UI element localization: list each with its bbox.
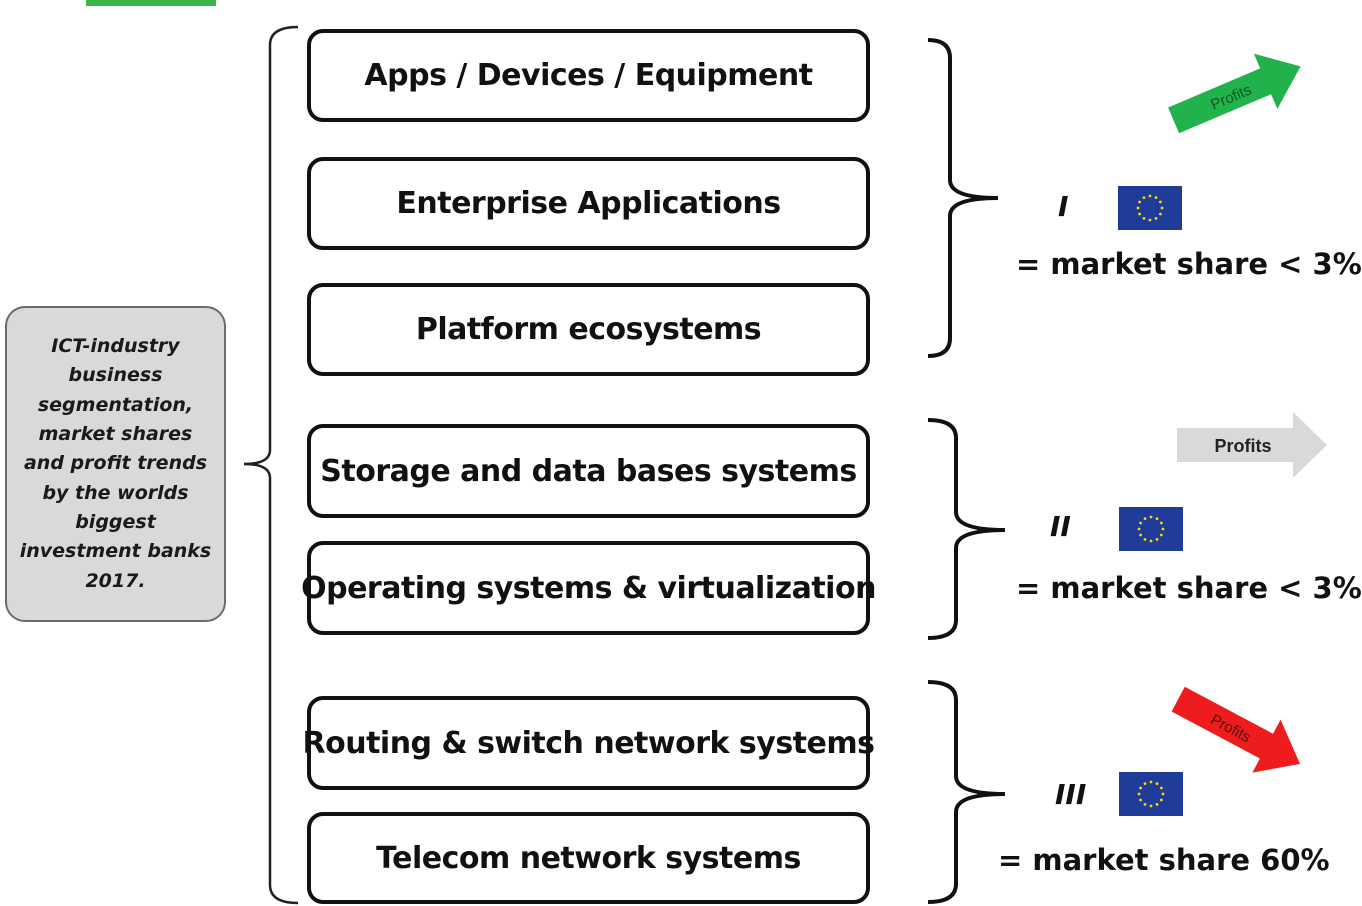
segment-box: Apps / Devices / Equipment (307, 29, 870, 122)
eu-flag-icon (1118, 186, 1182, 230)
segment-label: Routing & switch network systems (302, 725, 876, 761)
segment-label: Apps / Devices / Equipment (364, 58, 813, 93)
segment-box: Operating systems & virtualization (301, 541, 876, 635)
segment-box: Enterprise Applications (307, 157, 870, 250)
note-line: segmentation, (37, 393, 194, 416)
description-note-text: ICT-industry business segmentation, mark… (16, 332, 216, 596)
note-line: by the worlds (42, 481, 189, 504)
segment-box: Telecom network systems (307, 812, 870, 904)
eu-flag-icon (1119, 507, 1183, 551)
bracket-lines (243, 25, 1006, 905)
profit-arrow-up-icon: Profits (1168, 53, 1301, 134)
segment-label: Platform ecosystems (415, 312, 762, 347)
market-share-label: = market share 60% (998, 843, 1330, 877)
tier-numeral: III (1055, 778, 1087, 811)
note-line: ICT-industry (51, 335, 180, 358)
segment-label: Enterprise Applications (396, 186, 781, 221)
tier-1-bracket (927, 38, 999, 358)
market-share-label: = market share < 3% (1016, 247, 1362, 281)
top-accent-decoration (86, 0, 216, 6)
left-curly-brace (243, 25, 299, 905)
segment-box: Storage and data bases systems (307, 424, 870, 518)
segment-box: Routing & switch network systems (303, 696, 875, 790)
segment-label: Telecom network systems (376, 840, 801, 876)
segment-label: Storage and data bases systems (320, 453, 857, 489)
eu-flag-icon (1119, 772, 1183, 816)
profit-label: Profits (1214, 436, 1271, 456)
tier-2-bracket (927, 418, 1006, 640)
description-note: ICT-industry business segmentation, mark… (5, 306, 226, 622)
tier-numeral: I (1058, 190, 1069, 223)
market-share-label: = market share < 3% (1016, 571, 1362, 605)
profit-arrow-flat-icon: Profits (1177, 412, 1327, 478)
segment-label: Operating systems & virtualization (301, 570, 876, 606)
profit-arrow-down-icon: Profits (1171, 686, 1301, 773)
note-line: biggest (75, 510, 156, 533)
tier-numeral: II (1050, 510, 1071, 543)
tier-3-bracket (927, 680, 1006, 904)
segment-box: Platform ecosystems (307, 283, 870, 376)
note-line: business (68, 364, 163, 387)
note-line: 2017. (85, 569, 146, 592)
note-line: market shares (38, 423, 193, 446)
note-line: investment banks (19, 540, 212, 563)
note-line: and profit trends (23, 452, 207, 475)
